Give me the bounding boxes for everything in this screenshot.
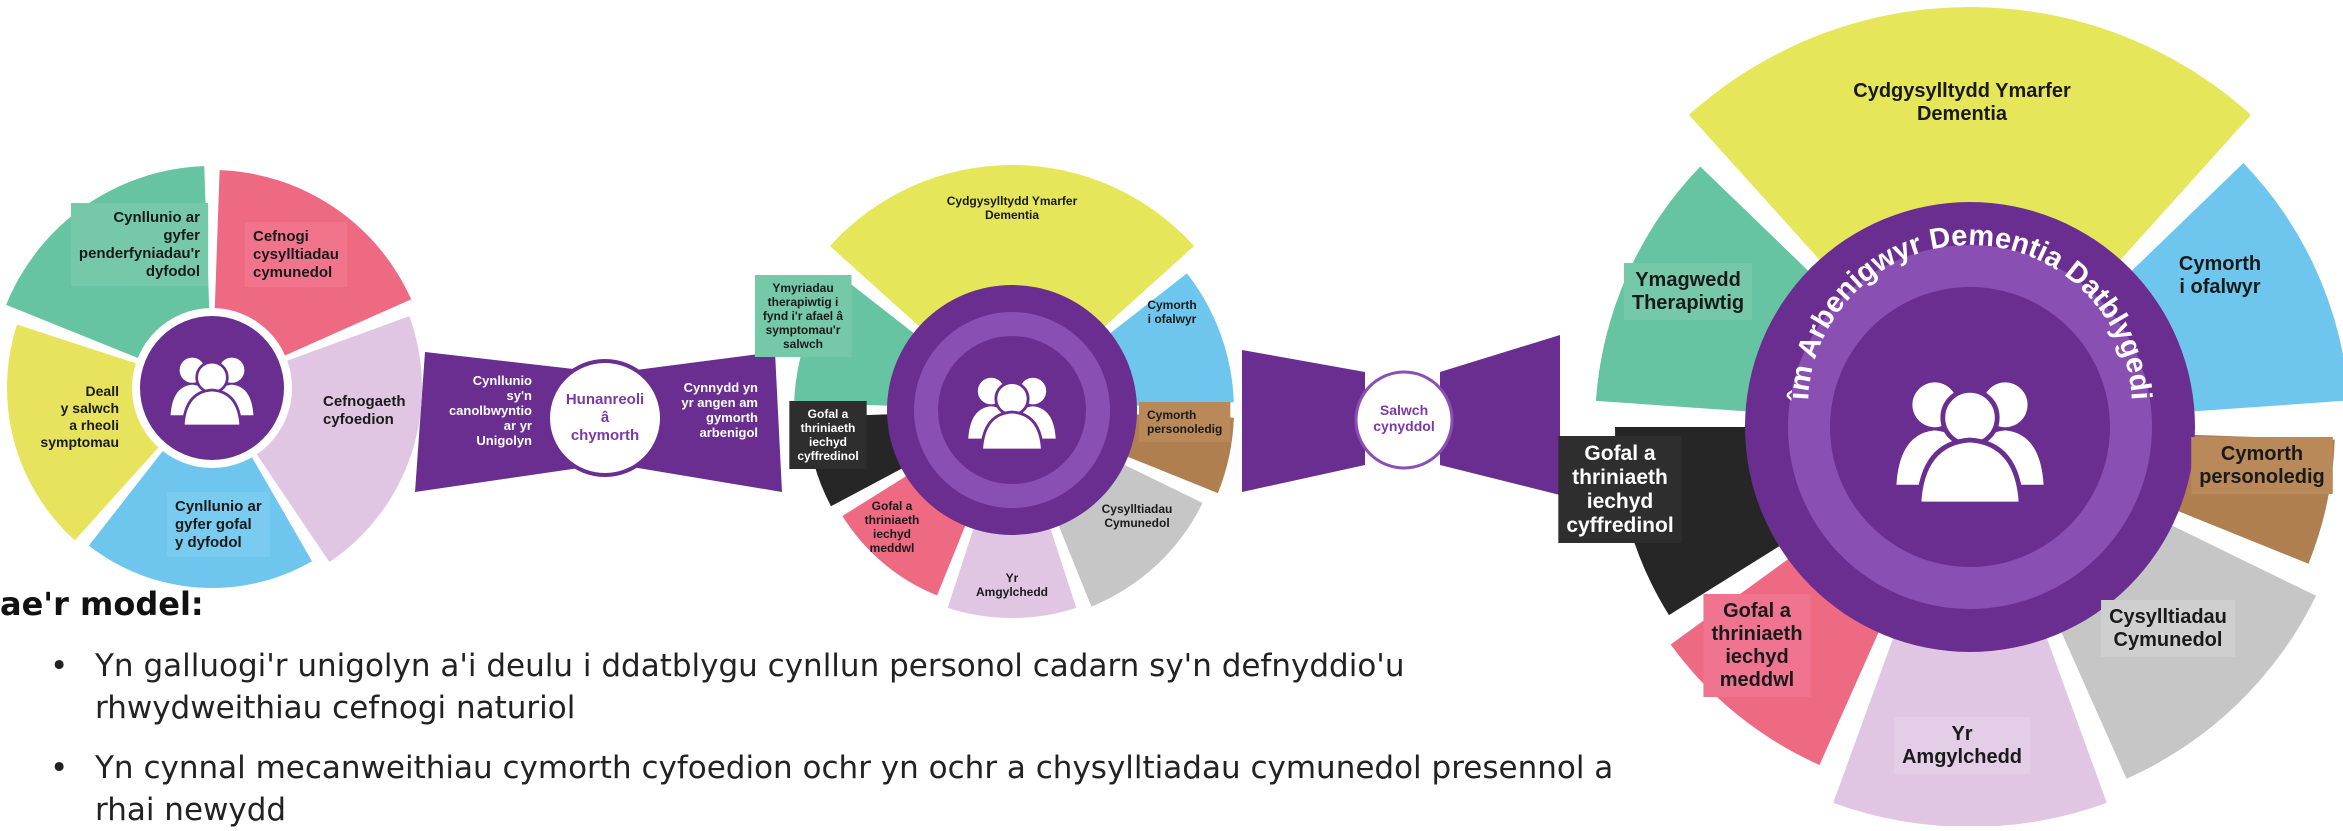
connector-2 bbox=[1242, 335, 1560, 495]
w2-label-therapeutic-interventions-box bbox=[754, 275, 852, 357]
w3-label-mental-health-care-box bbox=[1703, 594, 1811, 697]
w1-label-community-connections-box bbox=[245, 222, 347, 287]
connector-1-center-circle bbox=[546, 359, 664, 477]
wheel-2 bbox=[794, 164, 1234, 618]
w1-segment-5 bbox=[7, 324, 172, 541]
w3-label-general-health-care-box bbox=[1558, 436, 1682, 543]
connector-1 bbox=[415, 352, 782, 492]
connector-2-center-circle bbox=[1354, 370, 1454, 470]
w3-label-therapeutic-approach-box bbox=[1623, 263, 1753, 320]
w2-segment-5 bbox=[947, 514, 1077, 618]
w1-label-planning-decisions-box bbox=[70, 203, 209, 286]
w2-label-personalised-support-box bbox=[1139, 402, 1231, 442]
connector-1-left-wedge bbox=[415, 352, 600, 492]
bullet-2-dot: • bbox=[50, 750, 69, 786]
w3-label-personalised-support-box bbox=[2191, 437, 2333, 494]
w1-label-future-care-box bbox=[167, 492, 270, 557]
wheel-3-people-icon bbox=[1896, 382, 2044, 507]
bullet-2-line-1: Yn cynnal mecanweithiau cymorth cyfoedio… bbox=[95, 750, 1614, 786]
bullet-1-line-1: Yn galluogi'r unigolyn a'i deulu i ddatb… bbox=[95, 648, 1405, 684]
connector-1-right-wedge bbox=[620, 352, 782, 492]
w2-segment-1 bbox=[829, 164, 1195, 337]
w3-segment-1 bbox=[1688, 6, 2252, 279]
w3-label-environment-box bbox=[1893, 717, 2031, 774]
model-heading: ae'r model: bbox=[0, 585, 204, 623]
w2-label-general-health-care-box bbox=[789, 401, 867, 469]
w2-segment-2 bbox=[1098, 273, 1234, 407]
w3-label-community-links-box bbox=[2101, 600, 2235, 657]
wheel-2-people-icon bbox=[968, 377, 1056, 452]
connector-2-left-wedge bbox=[1242, 350, 1365, 492]
connector-2-right-wedge bbox=[1440, 335, 1560, 495]
bullet-1-dot: • bbox=[50, 648, 69, 684]
bullet-2-line-2: rhai newydd bbox=[95, 792, 287, 828]
bullet-1-line-2: rhwydweithiau cefnogi naturiol bbox=[95, 690, 576, 726]
wheel-1-people-icon bbox=[170, 357, 254, 428]
